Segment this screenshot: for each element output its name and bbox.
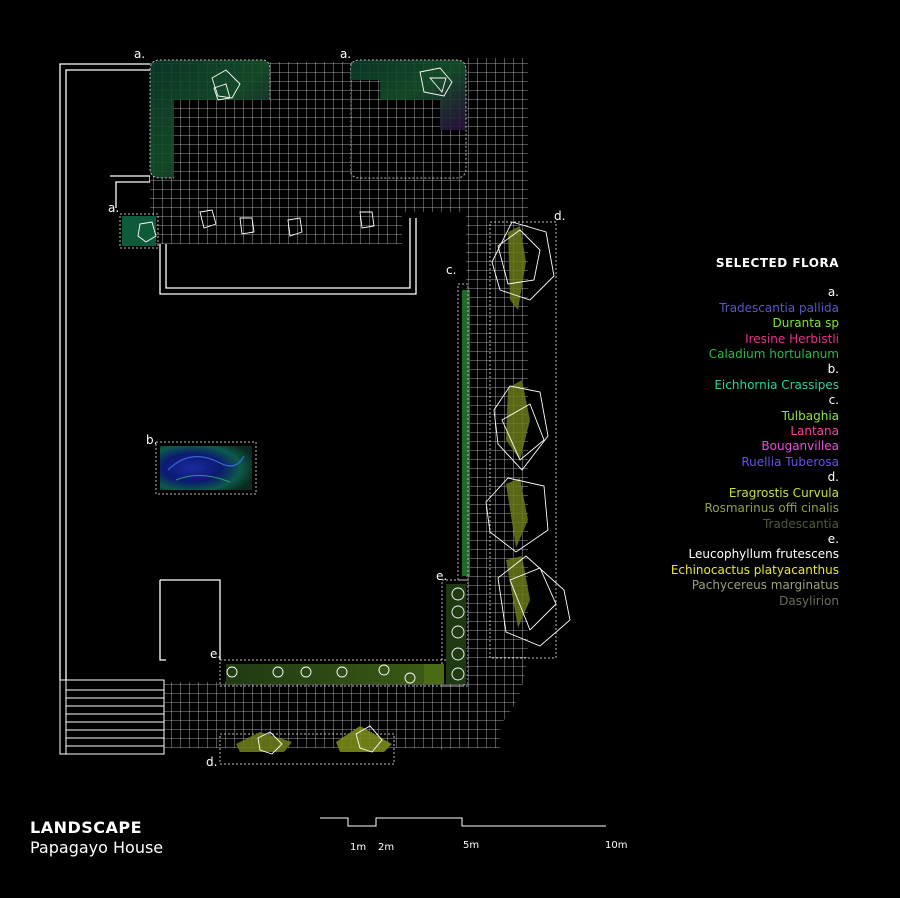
legend-item: Echinocactus platyacanthus: [670, 562, 839, 577]
zone-label-a-right: a.: [340, 47, 351, 61]
legend-item: Caladium hortulanum: [708, 347, 839, 362]
legend-item: Duranta sp: [772, 316, 839, 331]
planter-a-right: [349, 59, 467, 179]
bottom-walkway-tiles: [164, 682, 500, 748]
zone-label-b: b.: [146, 433, 157, 447]
legend-group-label: d.: [827, 470, 839, 485]
zone-label-e-right: e.: [436, 569, 447, 583]
legend-item: Eichhornia Crassipes: [714, 377, 839, 392]
legend-title: SELECTED FLORA: [715, 256, 839, 270]
stairs: [59, 679, 165, 755]
legend-item: Lantana: [790, 424, 839, 439]
planter-c: [457, 283, 470, 581]
legend-group-label: e.: [827, 531, 839, 546]
page-title: LANDSCAPE: [30, 818, 143, 837]
scale-label-1m: 1m: [350, 842, 366, 853]
zone-label-d-bottom: d.: [206, 755, 217, 769]
zone-label-a-left: a.: [134, 47, 145, 61]
planter-e: [219, 579, 469, 687]
legend-item: Rosmarinus offi cinalis: [704, 501, 839, 516]
legend-item: Ruellia Tuberosa: [741, 454, 839, 469]
legend-item: Pachycereus marginatus: [691, 578, 839, 593]
legend-group-label: c.: [828, 393, 839, 408]
right-walkway-tiles: [440, 58, 528, 750]
legend-item: Dasylirion: [779, 593, 839, 608]
legend-item: Bouganvillea: [761, 439, 839, 454]
building-outline: [59, 63, 417, 680]
legend-group-label: a.: [827, 285, 839, 300]
title-block: LANDSCAPE Papagayo House: [30, 818, 163, 857]
zone-label-d-right: d.: [554, 209, 565, 223]
shrub-symbols: [137, 67, 465, 755]
pool-b: [155, 441, 257, 495]
scale-label-2m: 2m: [378, 842, 394, 853]
legend-item: Tradescantia: [762, 516, 839, 531]
planter-d-right: [485, 221, 571, 659]
legend-group-label: b.: [827, 362, 839, 377]
scale-label-5m: 5m: [463, 840, 479, 851]
legend-item: Iresine Herbistli: [745, 331, 839, 346]
legend-item: Tulbaghia: [781, 408, 839, 423]
zone-label-a-small: a.: [108, 201, 119, 215]
legend-item: Leucophyllum frutescens: [688, 547, 839, 562]
legend-item: Eragrostis Curvula: [728, 485, 839, 500]
terrace-mid-tiles: [270, 62, 350, 212]
zone-label-e-bottom: e.: [210, 647, 221, 661]
legend-item: Tradescantia pallida: [719, 300, 839, 315]
zone-label-c: c.: [446, 263, 456, 277]
page-subtitle: Papagayo House: [30, 838, 164, 857]
scale-label-10m: 10m: [605, 840, 627, 851]
scale-bar: 1m 2m 5m 10m: [320, 817, 627, 853]
